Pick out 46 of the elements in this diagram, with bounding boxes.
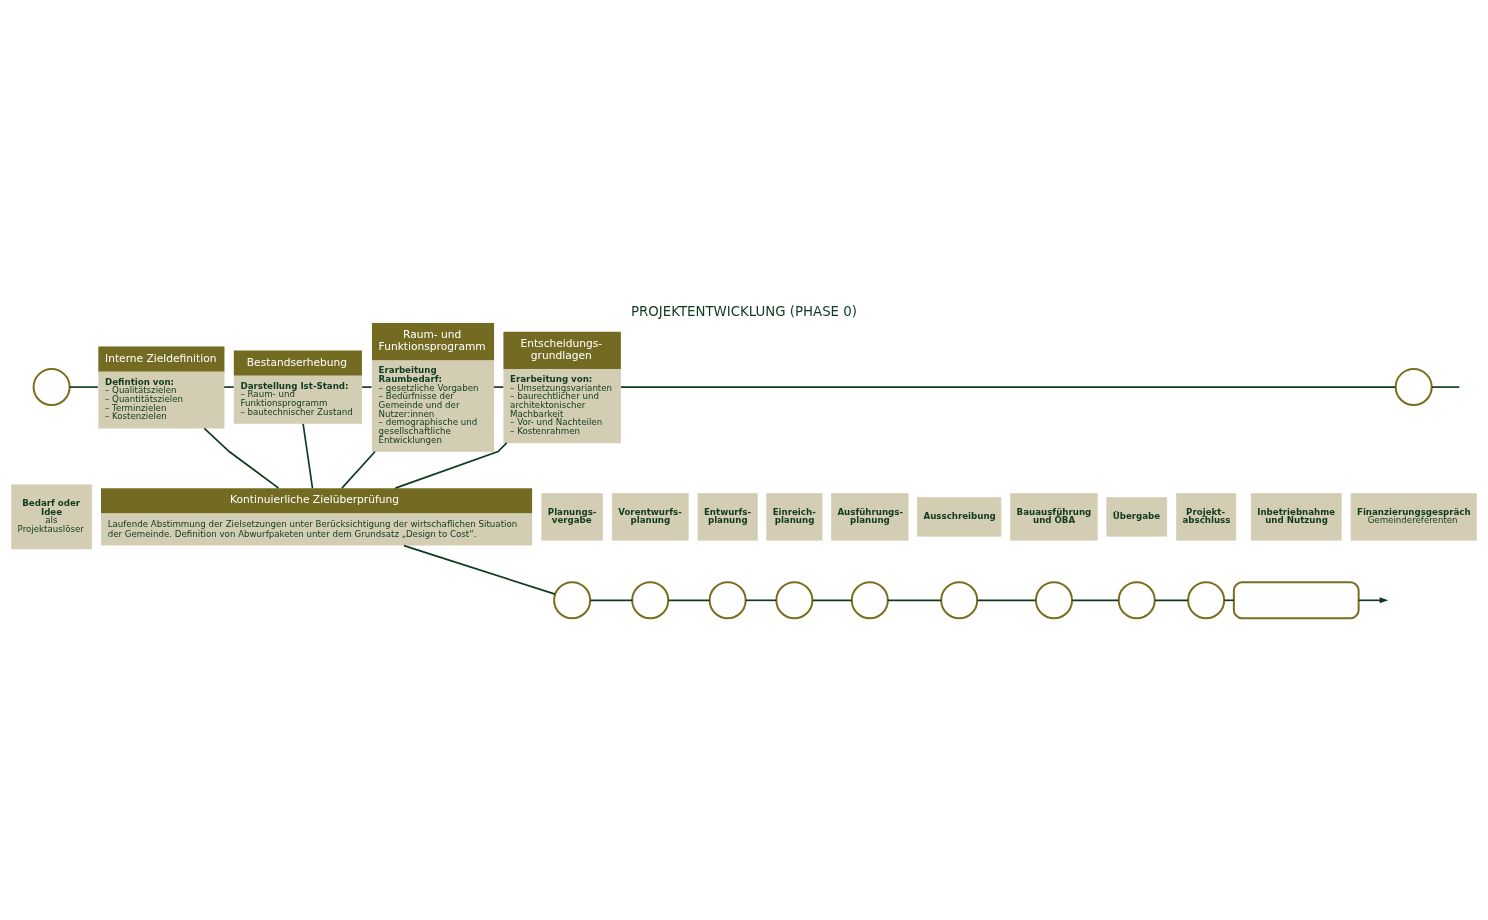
connector (341, 450, 376, 489)
diagram-title: PROJEKTENTWICKLUNG (PHASE 0) (631, 303, 857, 319)
node-box: Bedarf oder Idee als Projektauslöser (11, 484, 92, 549)
node-circle (940, 580, 979, 619)
connector (403, 544, 556, 595)
connector (1223, 598, 1235, 601)
connector (493, 385, 505, 388)
connector (887, 598, 943, 601)
node-box: Bauausführung und ÖBA (1010, 492, 1098, 541)
node-circle (775, 580, 814, 619)
node-box: Finanzierungsgespräch Gemeindereferenten (1350, 492, 1477, 541)
connector (745, 598, 778, 601)
connector (811, 598, 853, 601)
connector (589, 598, 633, 601)
connector (394, 441, 508, 489)
connector (1071, 598, 1120, 601)
node-box: Entwurfs- planung (697, 492, 758, 541)
node-box: Übergabe (1106, 496, 1168, 537)
node-box: Vorentwurfs- planung (611, 492, 689, 541)
node-circle (631, 580, 670, 619)
node-box: Projekt- abschluss (1176, 492, 1237, 541)
connector (302, 422, 314, 489)
connector (1430, 385, 1461, 388)
node-box (1232, 580, 1360, 619)
connector (361, 385, 373, 388)
node-box: Ausführungs- planung (831, 492, 909, 541)
node-circle (553, 580, 592, 619)
connector (203, 426, 280, 489)
node-box: Ausschreibung (917, 496, 1002, 537)
node-box: Einreich- planung (766, 492, 823, 541)
connector (223, 385, 235, 388)
node-circle (1117, 580, 1156, 619)
connector (1154, 598, 1189, 601)
node-circle (708, 580, 747, 619)
arrow (1357, 596, 1389, 603)
node-circle (1394, 367, 1433, 406)
node-circle (850, 580, 889, 619)
connector (976, 598, 1037, 601)
node-circle (1187, 580, 1226, 619)
connector (620, 385, 1397, 388)
connector (68, 385, 99, 388)
node-circle (1034, 580, 1073, 619)
node-box: Planungs- vergabe (541, 492, 603, 541)
connector (667, 598, 711, 601)
node-circle (32, 367, 71, 406)
node-box: Inbetriebnahme und Nutzung (1250, 492, 1342, 541)
